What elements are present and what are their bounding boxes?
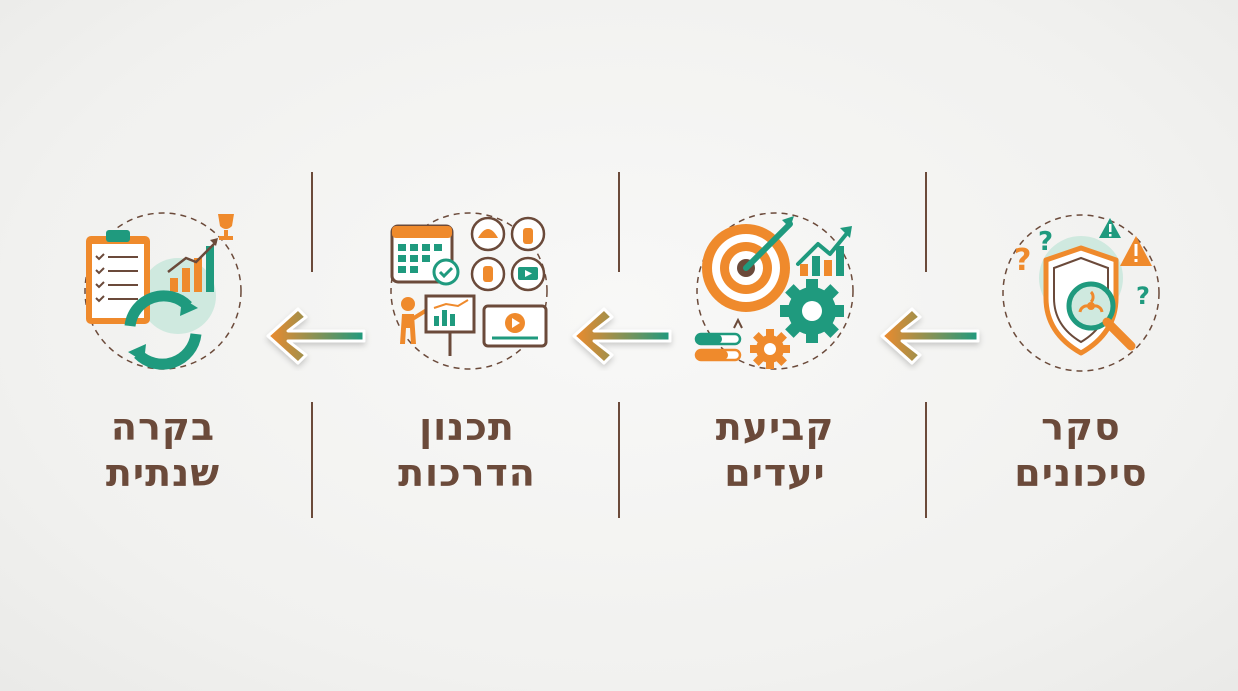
- divider-1-lower: [311, 402, 313, 518]
- risk-survey-icon: ? ? ?: [1002, 214, 1160, 372]
- divider-2-lower: [618, 402, 620, 518]
- svg-text:?: ?: [1038, 227, 1053, 257]
- step-label-line: תכנון: [419, 405, 515, 449]
- step-label-training: תכנון הדרכות: [352, 404, 582, 496]
- annual-review-icon: [84, 212, 242, 370]
- step-label-line: יעדים: [724, 451, 826, 495]
- svg-text:?: ?: [1014, 243, 1031, 278]
- divider-3-lower: [925, 402, 927, 518]
- divider-1: [311, 172, 313, 272]
- step-label-goals: קביעת יעדים: [660, 404, 890, 496]
- goal-target-icon: [694, 212, 854, 370]
- step-label-line: שנתית: [105, 451, 221, 495]
- training-plan-icon: [390, 212, 548, 370]
- step-label-line: קביעת: [715, 405, 835, 449]
- step-label-line: הדרכות: [398, 451, 536, 495]
- left-arrow-icon: [880, 307, 980, 365]
- divider-3: [925, 172, 927, 272]
- step-label-risk-survey: סקר סיכונים: [966, 404, 1196, 496]
- left-arrow-icon: [266, 307, 366, 365]
- left-arrow-icon: [572, 307, 672, 365]
- step-label-line: סיכונים: [1014, 451, 1148, 495]
- svg-text:?: ?: [1136, 282, 1150, 310]
- step-label-line: סקר: [1041, 405, 1121, 449]
- step-label-annual-review: בקרה שנתית: [48, 404, 278, 496]
- divider-2: [618, 172, 620, 272]
- step-label-line: בקרה: [110, 405, 216, 449]
